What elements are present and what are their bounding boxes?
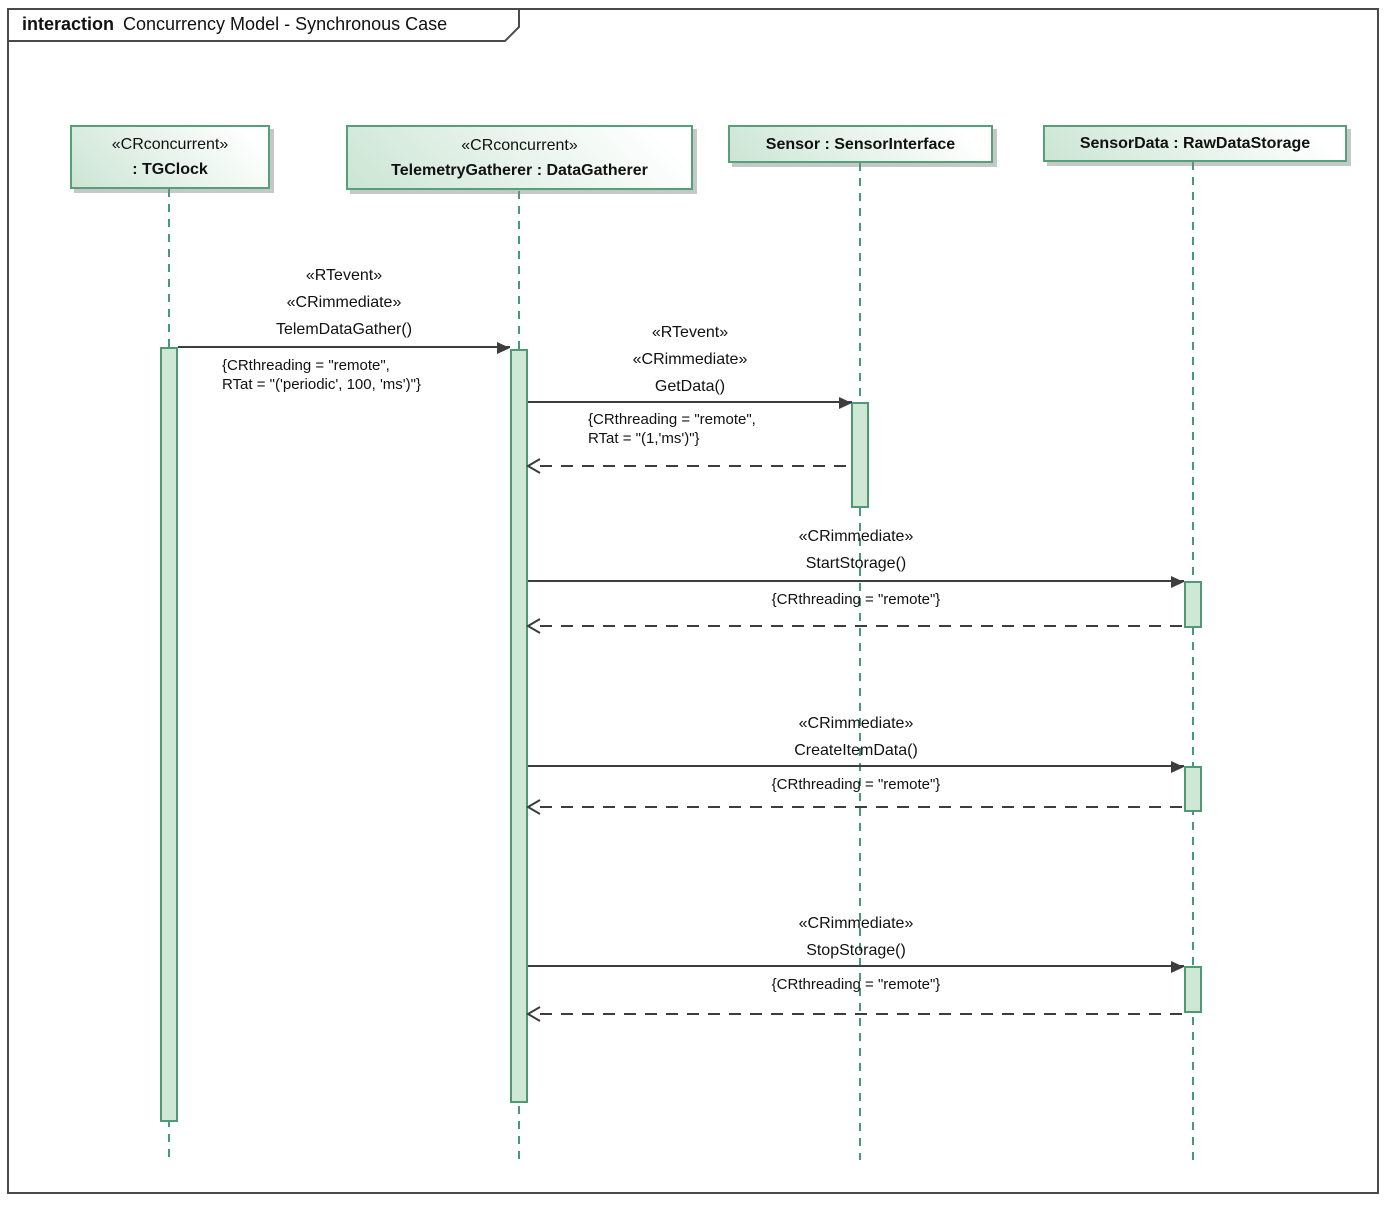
constraint-line: RTat = "('periodic', 100, 'ms')"}	[222, 376, 421, 393]
message-label-createitemdata: «CRimmediate» CreateItemData()	[528, 710, 1184, 764]
open-arrowhead-icon	[526, 458, 541, 474]
lifeline-sensordata	[1192, 162, 1194, 1162]
message-stereotype: «RTevent»	[305, 267, 383, 284]
message-name: TelemDataGather()	[275, 321, 413, 338]
open-arrowhead-icon	[526, 618, 541, 634]
arrowhead-icon	[839, 397, 852, 409]
message-stereotype: «CRimmediate»	[286, 294, 402, 311]
activation-tgclock	[160, 347, 178, 1122]
constraint-line: {CRthreading = "remote"}	[771, 776, 941, 793]
frame-title-keyword: interaction	[22, 14, 115, 34]
message-stereotype: «RTevent»	[651, 324, 729, 341]
constraint-line: {CRthreading = "remote"}	[771, 591, 941, 608]
activation-sensordata-startstorage	[1184, 581, 1202, 628]
call-arrow-getdata	[528, 401, 852, 403]
message-constraint-stopstorage: {CRthreading = "remote"}	[528, 975, 1184, 994]
activation-sensordata-createitemdata	[1184, 766, 1202, 812]
activation-telemetrygatherer	[510, 349, 528, 1103]
message-stereotype: «CRimmediate»	[798, 528, 914, 545]
lifeline-head-sensordata: SensorData : RawDataStorage	[1043, 125, 1347, 162]
call-arrow-stopstorage	[528, 965, 1184, 967]
call-arrow-startstorage	[528, 580, 1184, 582]
lifeline-stereotype: «CRconcurrent»	[111, 136, 229, 153]
message-label-getdata: «RTevent» «CRimmediate» GetData()	[528, 319, 852, 400]
frame-title-text: Concurrency Model - Synchronous Case	[123, 14, 448, 34]
frame-title: interaction Concurrency Model - Synchron…	[7, 8, 519, 41]
lifeline-head-tgclock: «CRconcurrent» : TGClock	[70, 125, 270, 189]
arrowhead-icon	[1171, 961, 1184, 973]
lifeline-name: SensorData : RawDataStorage	[1079, 135, 1311, 152]
constraint-line: {CRthreading = "remote",	[222, 357, 390, 374]
message-name: CreateItemData()	[794, 742, 918, 759]
call-arrow-telemdatagather	[178, 346, 510, 348]
arrowhead-icon	[1171, 576, 1184, 588]
reply-arrow-getdata	[540, 465, 851, 467]
lifeline-head-sensor: Sensor : SensorInterface	[728, 125, 993, 163]
message-constraint-startstorage: {CRthreading = "remote"}	[528, 590, 1184, 609]
reply-arrow-createitemdata	[540, 806, 1184, 808]
message-name: GetData()	[654, 378, 726, 395]
call-arrow-createitemdata	[528, 765, 1184, 767]
message-constraint-getdata: {CRthreading = "remote", RTat = "(1,'ms'…	[588, 410, 756, 448]
message-name: StopStorage()	[806, 942, 906, 959]
reply-arrow-stopstorage	[540, 1013, 1184, 1015]
lifeline-name: : TGClock	[132, 161, 208, 178]
lifeline-name: Sensor : SensorInterface	[765, 135, 956, 153]
lifeline-head-telemetrygatherer: «CRconcurrent» TelemetryGatherer : DataG…	[346, 125, 693, 190]
message-label-startstorage: «CRimmediate» StartStorage()	[528, 523, 1184, 577]
message-constraint-createitemdata: {CRthreading = "remote"}	[528, 775, 1184, 794]
interaction-frame	[7, 8, 1379, 1194]
constraint-line: RTat = "(1,'ms')"}	[588, 430, 700, 447]
lifeline-name: TelemetryGatherer : DataGatherer	[391, 161, 648, 179]
activation-sensordata-stopstorage	[1184, 966, 1202, 1013]
arrowhead-icon	[497, 342, 510, 354]
message-label-telemdatagather: «RTevent» «CRimmediate» TelemDataGather(…	[178, 262, 510, 343]
message-stereotype: «CRimmediate»	[798, 715, 914, 732]
message-label-stopstorage: «CRimmediate» StopStorage()	[528, 910, 1184, 964]
reply-arrow-startstorage	[540, 625, 1184, 627]
constraint-line: {CRthreading = "remote",	[588, 411, 756, 428]
lifeline-stereotype: «CRconcurrent»	[461, 136, 578, 154]
open-arrowhead-icon	[526, 1006, 541, 1022]
activation-sensor	[851, 402, 869, 508]
message-name: StartStorage()	[805, 555, 907, 572]
message-constraint-telemdatagather: {CRthreading = "remote", RTat = "('perio…	[222, 356, 421, 394]
constraint-line: {CRthreading = "remote"}	[771, 976, 941, 993]
lifeline-sensor	[859, 163, 861, 1160]
message-stereotype: «CRimmediate»	[798, 915, 914, 932]
arrowhead-icon	[1171, 761, 1184, 773]
message-stereotype: «CRimmediate»	[632, 351, 748, 368]
frame-title-tab-shape	[7, 8, 520, 42]
open-arrowhead-icon	[526, 799, 541, 815]
